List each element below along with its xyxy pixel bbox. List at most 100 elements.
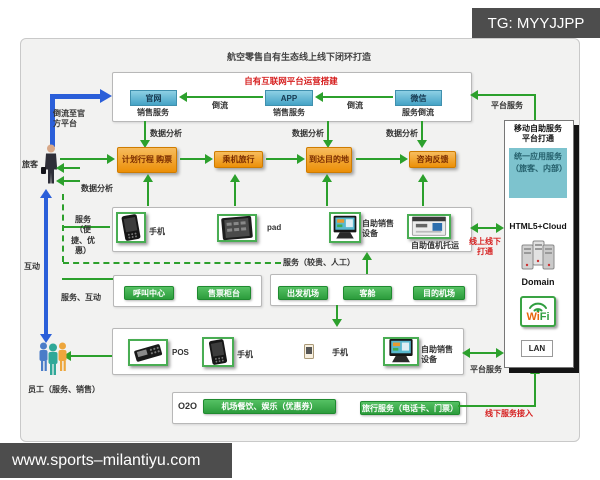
wifi-icon: WiFi (520, 296, 556, 327)
online-offline-line (478, 227, 496, 229)
arrowhead-step2-3 (297, 154, 305, 164)
offline-access-line-v (534, 374, 536, 407)
channel-cabin: 客舱 (343, 286, 392, 300)
watermark-badge: TG: MYYJJPP (472, 8, 600, 38)
data-analysis-line-3 (421, 121, 423, 141)
interaction-arrowhead-down (40, 334, 52, 343)
platform-service-arrowhead-right (496, 348, 504, 358)
platform-service-label-bottom: 平台服务 (470, 365, 502, 374)
channel-app: APP (265, 90, 313, 106)
feedback-arrowhead-1 (56, 163, 64, 173)
arrow-step1-2 (180, 158, 205, 160)
arrowhead-passenger-to-journey (107, 154, 115, 164)
arrowhead-devices-to-staff (63, 351, 71, 361)
staff-device-phone2-label: 手机 (332, 348, 348, 357)
online-offline-label: 线上线下打通 (469, 237, 501, 257)
service-line-to-devices (62, 226, 110, 228)
journey-step-arrive: 到达目的地 (306, 147, 352, 173)
watermark-footer: www.sports–milantiyu.com (0, 443, 232, 478)
journey-step-plan: 计划行程 购票 (117, 147, 177, 173)
self-device-pad-label: pad (267, 223, 282, 232)
staff-device-kiosk-label: 自助销售设备 (421, 345, 453, 365)
o2o-label: O2O (178, 401, 198, 411)
unified-service-panel: 统一应用服务（旅客、内部） (509, 148, 567, 198)
kiosk-icon (329, 212, 361, 243)
arrow-step2-3 (266, 158, 297, 160)
channel-website-sublabel: 销售服务 (137, 108, 169, 117)
up-line-3 (326, 182, 328, 206)
arrowhead-step1-2 (205, 154, 213, 164)
html5-cloud-label: HTML5+Cloud (509, 221, 567, 231)
data-analysis-arrowhead-3 (417, 140, 427, 148)
blue-redirect-line-v (50, 97, 55, 147)
up-arrowhead-1 (143, 174, 153, 182)
self-device-phone-label: 手机 (149, 227, 165, 236)
arrowhead-app-to-website (179, 92, 187, 102)
channel-ticket-counter: 售票柜台 (197, 286, 251, 300)
platform-service-arrowhead-top (470, 90, 478, 100)
data-analysis-arrowhead-1 (140, 140, 150, 148)
cabin-down-arrowhead (332, 319, 342, 327)
phone-icon (116, 212, 146, 243)
channel-destination-airport: 目的机场 (413, 286, 465, 300)
self-device-checkin-label: 自助值机托运 (411, 241, 459, 250)
data-analysis-label-left: 数据分析 (81, 184, 113, 193)
staff-label: 员工（服务、销售） (28, 385, 100, 394)
arrow-step3-4 (356, 158, 400, 160)
arrow-app-to-website (187, 96, 263, 98)
online-offline-arrowhead-right (496, 223, 504, 233)
online-platform-title: 自有互联网平台运营搭建 (244, 76, 338, 86)
redirect-label: 倒流至官方平台 (53, 109, 85, 129)
wifi-label-wi: Wi (526, 311, 540, 323)
interaction-line (44, 197, 48, 335)
arrow-devices-to-staff (71, 355, 112, 357)
channels-up-line (366, 260, 368, 274)
up-line-1 (147, 182, 149, 206)
staff-kiosk-icon (383, 337, 419, 366)
channel-callcenter: 呼叫中心 (124, 286, 174, 300)
up-line-4 (422, 182, 424, 206)
server-icon (521, 240, 555, 272)
up-arrowhead-4 (418, 174, 428, 182)
channels-up-arrowhead (362, 252, 372, 260)
arrowhead-step3-4 (400, 154, 408, 164)
interaction-label: 互动 (24, 262, 40, 271)
up-arrowhead-3 (322, 174, 332, 182)
passenger-label: 旅客 (22, 160, 38, 169)
interaction-arrowhead-up (40, 189, 52, 198)
service-interaction-label: 服务、互动 (61, 293, 101, 302)
journey-step-feedback: 咨询反馈 (409, 151, 456, 168)
data-analysis-label-1: 数据分析 (150, 129, 182, 138)
mobile-platform-title: 移动自助服务平台打通 (514, 124, 562, 144)
online-offline-arrowhead-left (470, 223, 478, 233)
cabin-down-line (336, 305, 338, 319)
platform-service-label-top: 平台服务 (491, 101, 523, 110)
checkin-machine-icon (407, 214, 451, 239)
feedback-line-2 (64, 180, 80, 182)
o2o-item-travel: 旅行服务（电话卡、门票） (360, 401, 460, 415)
domain-label: Domain (521, 277, 555, 287)
feedback-arrowhead-2 (56, 176, 64, 186)
line-to-callcenter-h (62, 278, 116, 280)
blue-redirect-line-h (50, 94, 102, 99)
flow-label-2: 倒流 (347, 101, 363, 110)
offline-access-label: 线下服务接入 (485, 409, 533, 418)
staff-group-icon (36, 339, 70, 375)
staff-device-phone-label: 手机 (237, 350, 253, 359)
channel-departure-airport: 出发机场 (278, 286, 328, 300)
convenient-service-label: 服务（便捷、优惠） (71, 215, 95, 256)
wifi-label: WiFi (526, 312, 549, 323)
platform-service-line-bottom (470, 352, 496, 354)
up-line-2 (234, 182, 236, 206)
offline-access-arrowhead (530, 366, 540, 374)
channel-wechat: 微信 (395, 90, 442, 106)
diagram-title: 航空零售自有生态线上线下闭环打造 (226, 52, 371, 62)
data-analysis-label-2: 数据分析 (292, 129, 324, 138)
tablet-icon (217, 214, 257, 242)
flow-label-1: 倒流 (212, 101, 228, 110)
arrowhead-wechat-to-app (315, 92, 323, 102)
passenger-icon (41, 143, 61, 191)
channel-website: 官网 (130, 90, 177, 106)
up-arrowhead-2 (230, 174, 240, 182)
